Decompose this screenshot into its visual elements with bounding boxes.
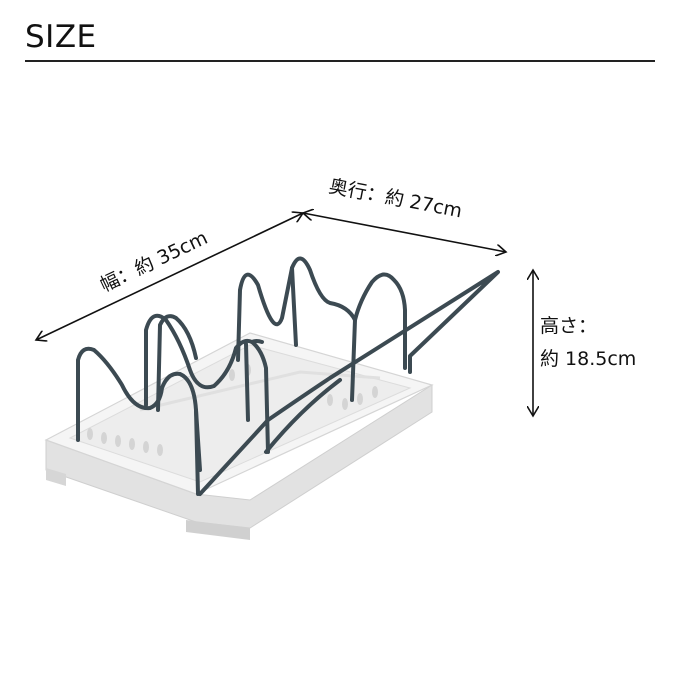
depth-dimension-arrow (303, 213, 506, 252)
width-dimension-label: 幅：約 35cm (97, 227, 211, 297)
wire-rack (76, 256, 500, 496)
height-label-line1: 高さ： (540, 315, 598, 337)
rack-tray (44, 332, 434, 540)
height-label-line2: 約 18.5cm (540, 348, 637, 370)
page-title: SIZE (25, 19, 97, 55)
depth-dimension-label: 奥行：約 27cm (327, 175, 464, 222)
width-dimension-arrow (36, 213, 303, 340)
height-dimension-label: 高さ： 約 18.5cm (540, 310, 670, 376)
title-divider (25, 60, 655, 62)
